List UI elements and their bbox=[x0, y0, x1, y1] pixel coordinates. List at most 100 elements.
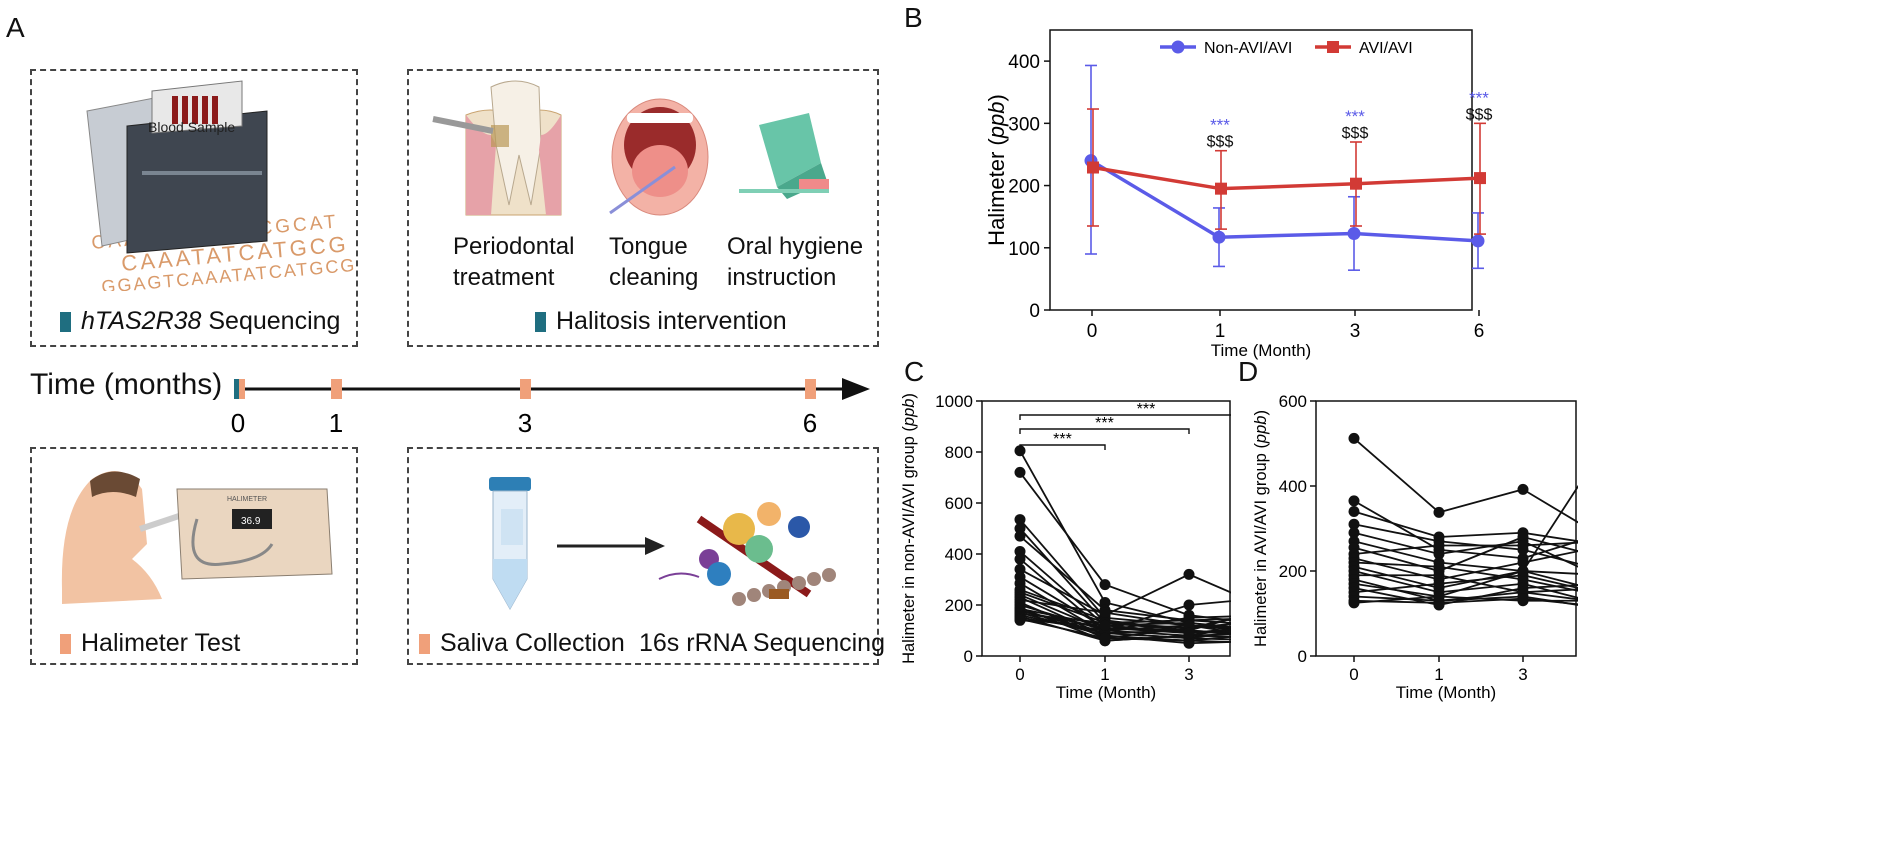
panel-label-a: A bbox=[6, 12, 25, 43]
data-point bbox=[1433, 561, 1445, 573]
subject-line bbox=[1353, 582, 1578, 602]
legend-marker bbox=[1171, 40, 1185, 54]
data-point bbox=[1471, 234, 1485, 248]
panel-label-c: C bbox=[904, 356, 925, 387]
legend-label: AVI/AVI bbox=[1359, 40, 1413, 57]
data-point bbox=[1215, 182, 1227, 195]
halimeter-reading: 36.9 bbox=[241, 516, 261, 527]
y-tick-label: 200 bbox=[1008, 177, 1040, 198]
y-axis-label: Halimeter in AVI/AVI group (ppb) bbox=[1252, 410, 1270, 647]
data-point bbox=[1433, 591, 1445, 602]
sequencing-box: CAAATATCATGCGCAT CAAATATCATGCG GGAGTCAAA… bbox=[30, 69, 358, 347]
subject-line bbox=[1353, 437, 1578, 524]
y-tick-label: 0 bbox=[1298, 647, 1307, 666]
y-tick-label: 400 bbox=[945, 545, 973, 564]
y-tick-label: 0 bbox=[1029, 301, 1040, 322]
periodontal-illustration bbox=[432, 80, 562, 216]
subject-line bbox=[1353, 540, 1578, 587]
subject-line bbox=[1019, 471, 1231, 622]
timeline-marker bbox=[805, 379, 816, 399]
subject-line bbox=[1353, 550, 1578, 581]
timeline-marker bbox=[239, 379, 245, 399]
series-line bbox=[1090, 159, 1479, 243]
x-tick-label: 1 bbox=[1434, 665, 1443, 684]
legend-marker bbox=[1327, 41, 1339, 53]
data-point bbox=[1183, 599, 1195, 611]
subject-line bbox=[1019, 568, 1231, 617]
data-point bbox=[1517, 531, 1529, 543]
timeline-marker bbox=[331, 379, 342, 399]
y-tick-label: 600 bbox=[945, 494, 973, 513]
y-tick-label: 200 bbox=[1279, 562, 1307, 581]
sequencing-label: hTAS2R38 Sequencing bbox=[60, 307, 340, 336]
y-tick-label: 200 bbox=[945, 596, 973, 615]
data-point bbox=[1350, 177, 1362, 190]
data-point bbox=[1183, 635, 1195, 647]
halimeter-illustration: 36.9 HALIMETER bbox=[61, 471, 333, 604]
x-tick-label: 0 bbox=[1349, 665, 1358, 684]
significance-dollar: $$$ bbox=[1342, 125, 1369, 142]
intervention-label: Halitosis intervention bbox=[535, 307, 787, 336]
data-point bbox=[1087, 161, 1099, 174]
x-axis-label: Time (Month) bbox=[1211, 341, 1311, 360]
teal-marker bbox=[60, 312, 71, 332]
data-point bbox=[1433, 540, 1445, 551]
salmon-marker bbox=[60, 634, 71, 654]
subject-line bbox=[1019, 450, 1231, 628]
subject-line bbox=[1353, 574, 1578, 594]
data-point bbox=[1014, 514, 1026, 526]
y-tick-label: 300 bbox=[1008, 114, 1040, 135]
tongue-illustration bbox=[609, 98, 709, 216]
halimeter-device-label: HALIMETER bbox=[227, 496, 267, 503]
significance-dollar: $$$ bbox=[1466, 106, 1493, 123]
salmon-marker bbox=[419, 634, 430, 654]
subject-line bbox=[1353, 484, 1578, 604]
timeline-tick: 1 bbox=[329, 408, 343, 438]
timeline-marker-teal bbox=[234, 379, 239, 399]
saliva-illustration bbox=[489, 477, 836, 611]
y-tick-label: 600 bbox=[1279, 392, 1307, 411]
data-point bbox=[1433, 578, 1445, 590]
data-point bbox=[1348, 495, 1360, 507]
x-axis-label: Time (Month) bbox=[1396, 683, 1496, 702]
data-point bbox=[1517, 540, 1529, 551]
saliva-box: Saliva Collection 16s rRNA Sequencing bbox=[407, 447, 885, 665]
x-axis-label: Time (Month) bbox=[1056, 683, 1156, 702]
data-point bbox=[1099, 632, 1111, 644]
significance-label: *** bbox=[1137, 401, 1156, 418]
y-axis-label: Halimeter in non-AVI/AVI group (ppb) bbox=[900, 393, 918, 664]
y-tick-label: 400 bbox=[1279, 477, 1307, 496]
data-point bbox=[1348, 597, 1360, 609]
x-tick-label: 6 bbox=[1474, 321, 1485, 342]
legend-label: Non-AVI/AVI bbox=[1204, 40, 1292, 57]
rrna-label: 16s rRNA Sequencing bbox=[639, 629, 885, 657]
data-point bbox=[1014, 563, 1026, 575]
significance-bracket bbox=[1019, 414, 1231, 420]
data-point bbox=[1433, 506, 1445, 518]
data-point bbox=[1348, 506, 1360, 517]
data-point bbox=[1014, 523, 1026, 534]
subject-line bbox=[1019, 619, 1231, 634]
halimeter-label: Halimeter Test bbox=[60, 629, 240, 658]
chart-d: 02004006000136Time (Month)Halimeter in A… bbox=[1252, 392, 1578, 702]
panel-label-d: D bbox=[1238, 356, 1259, 387]
timeline-tick: 0 bbox=[231, 408, 245, 438]
x-tick-label: 0 bbox=[1087, 321, 1098, 342]
data-point bbox=[1099, 579, 1111, 591]
significance-star: *** bbox=[1210, 116, 1230, 135]
x-tick-label: 1 bbox=[1100, 665, 1109, 684]
timeline: 0 1 3 6 bbox=[231, 378, 870, 438]
significance-bracket bbox=[1019, 444, 1106, 450]
subject-line bbox=[1353, 541, 1578, 555]
data-point bbox=[1348, 527, 1360, 539]
data-point bbox=[1014, 466, 1026, 478]
x-tick-label: 0 bbox=[1015, 665, 1024, 684]
data-point bbox=[1014, 445, 1026, 457]
data-point bbox=[1433, 569, 1445, 581]
subject-line bbox=[1353, 531, 1578, 568]
subject-line bbox=[1353, 597, 1578, 606]
y-tick-label: 800 bbox=[945, 443, 973, 462]
